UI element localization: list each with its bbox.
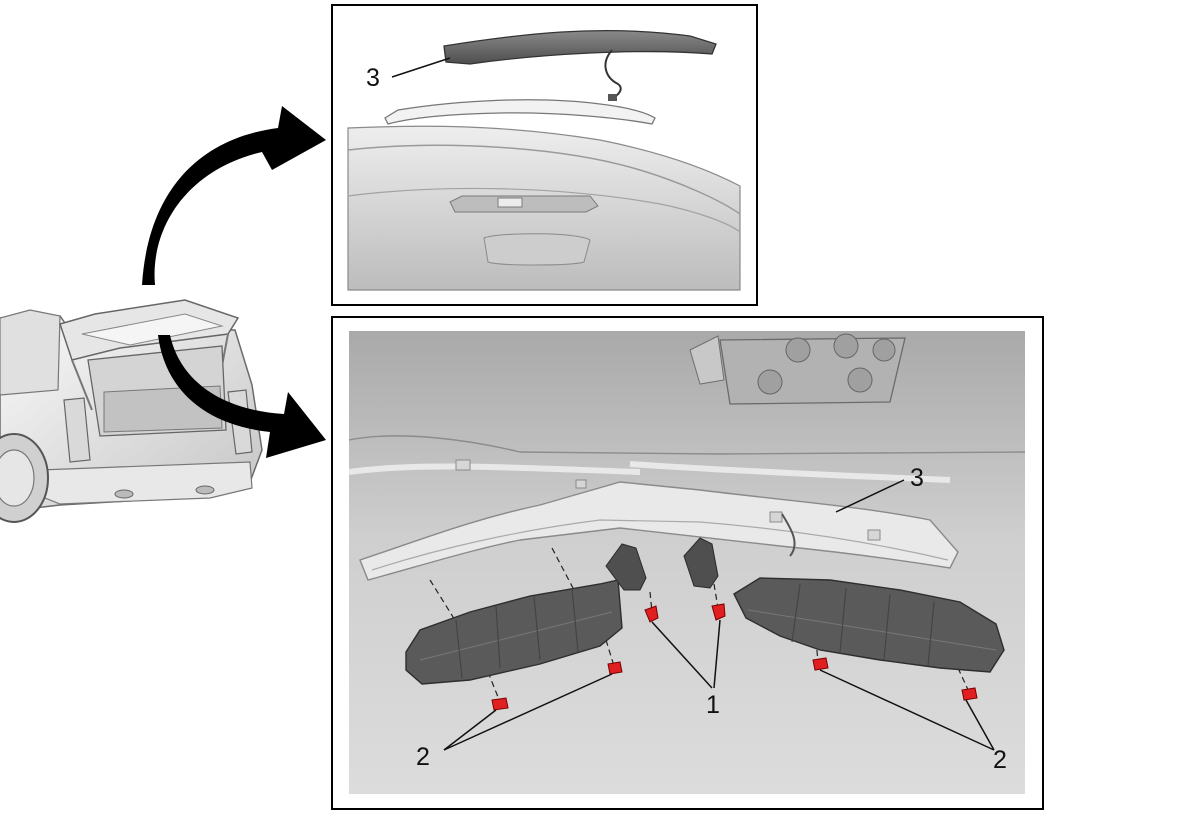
callout-3-bottom: 3 bbox=[910, 464, 924, 492]
callout-2-right: 2 bbox=[993, 746, 1007, 774]
callout-3-top: 3 bbox=[366, 64, 380, 92]
vehicle-rear-view bbox=[0, 299, 263, 523]
fastener-group bbox=[491, 603, 978, 711]
callout-2-left: 2 bbox=[416, 743, 430, 771]
pointer-arrow-upper bbox=[142, 106, 326, 285]
callout-1: 1 bbox=[706, 691, 720, 719]
pointer-arrow-lower bbox=[158, 335, 326, 458]
detail-panel-bottom: 3 1 2 2 bbox=[331, 316, 1044, 810]
detail-panel-top: 3 bbox=[331, 4, 758, 306]
